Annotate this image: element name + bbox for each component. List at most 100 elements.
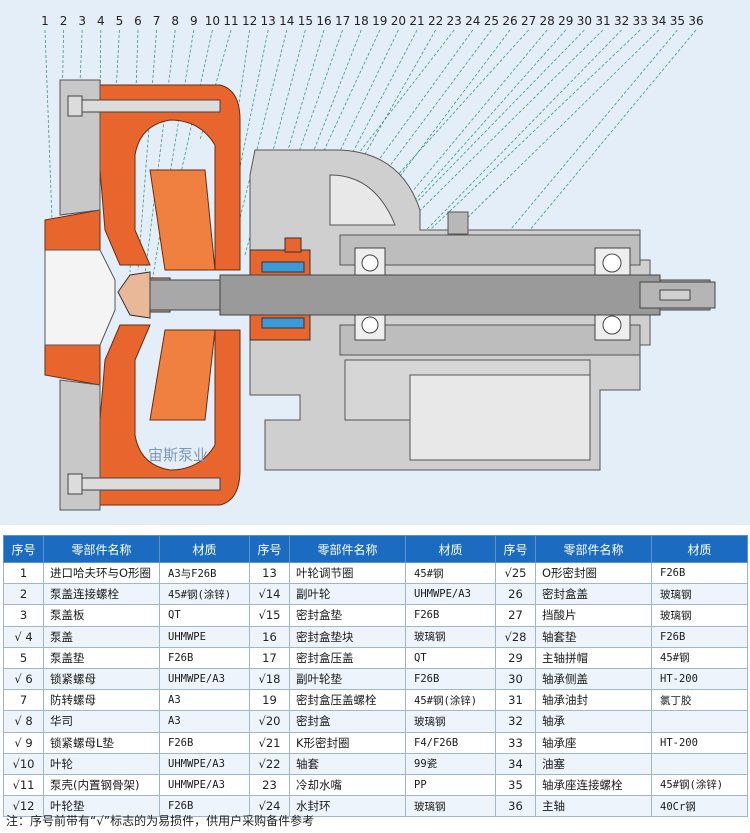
- watermark: 宙斯泵业: [148, 446, 208, 464]
- part-number: 1: [3, 561, 44, 585]
- part-number: 7: [3, 689, 44, 712]
- part-material: 45#钢: [405, 561, 496, 585]
- leader-line-13: [224, 29, 269, 241]
- part-number: √21: [249, 731, 290, 754]
- callout-25: 25: [484, 14, 499, 28]
- part-name: 锁紧螺母L垫: [43, 731, 160, 754]
- part-name: 叶轮垫: [43, 795, 160, 818]
- part-name: 轴承: [535, 710, 652, 733]
- callout-2: 2: [60, 14, 68, 28]
- part-name: 挡酸片: [535, 604, 652, 627]
- leader-line-9: [151, 29, 195, 283]
- column-header: 序号: [495, 535, 536, 563]
- part-name: 轴套垫: [535, 625, 652, 648]
- casing-bolts: [67, 95, 221, 495]
- part-material: UHMWPE/A3: [405, 583, 496, 606]
- part-name: 轴承油封: [535, 689, 652, 712]
- part-number: 34: [495, 752, 536, 775]
- part-material: F26B: [159, 731, 250, 754]
- part-number: √15: [249, 604, 290, 627]
- part-material: 玻璃钢: [651, 583, 748, 606]
- part-number: √20: [249, 710, 290, 733]
- part-number: √22: [249, 752, 290, 775]
- part-name: 泵壳(内置钢骨架): [43, 773, 160, 797]
- part-name: 密封盒压盖螺栓: [289, 689, 406, 712]
- part-material: 玻璃钢: [405, 625, 496, 648]
- pump-casing: [44, 84, 241, 506]
- part-material: 45#钢(涂锌): [405, 689, 496, 712]
- part-name: O形密封圈: [535, 561, 652, 585]
- callout-28: 28: [540, 14, 555, 28]
- leader-line-32: [394, 29, 622, 263]
- part-name: 主轴: [535, 795, 652, 818]
- part-name: 泵盖: [43, 625, 160, 648]
- part-name: 轴承座: [535, 731, 652, 754]
- part-material: F26B: [651, 625, 748, 648]
- callout-34: 34: [651, 14, 666, 28]
- leader-line-24: [304, 29, 474, 263]
- callout-32: 32: [614, 14, 629, 28]
- part-number: √10: [3, 752, 44, 775]
- part-material: 氯丁胶: [651, 689, 748, 712]
- part-material: PP: [405, 773, 496, 797]
- callout-36: 36: [688, 14, 703, 28]
- part-material: A3: [159, 710, 250, 733]
- part-name: 密封盒盖: [535, 583, 652, 606]
- part-number: √25: [495, 561, 536, 585]
- part-number: 17: [249, 646, 290, 669]
- column-header: 序号: [249, 535, 290, 563]
- column-header: 材质: [651, 535, 748, 563]
- part-name: 防转螺母: [43, 689, 160, 712]
- leader-line-34: [459, 29, 660, 226]
- part-name: 密封盒: [289, 710, 406, 733]
- part-material: UHMWPE/A3: [159, 667, 250, 691]
- callout-3: 3: [78, 14, 86, 28]
- part-material: QT: [159, 604, 250, 627]
- callout-11: 11: [223, 14, 238, 28]
- part-number: 5: [3, 646, 44, 669]
- part-material: F26B: [405, 604, 496, 627]
- callout-15: 15: [298, 14, 313, 28]
- part-number: 33: [495, 731, 536, 754]
- callout-33: 33: [633, 14, 648, 28]
- part-material: UHMWPE/A3: [159, 773, 250, 797]
- callout-31: 31: [595, 14, 610, 28]
- column-header: 材质: [405, 535, 496, 563]
- callout-22: 22: [428, 14, 443, 28]
- callout-35: 35: [670, 14, 685, 28]
- part-name: 轴承侧盖: [535, 667, 652, 691]
- part-number: 19: [249, 689, 290, 712]
- part-material: UHMWPE: [159, 625, 250, 648]
- part-name: 轴承座连接螺栓: [535, 773, 652, 797]
- callout-26: 26: [502, 14, 517, 28]
- callout-14: 14: [279, 14, 294, 28]
- part-material: QT: [405, 646, 496, 669]
- column-header: 零部件名称: [535, 535, 652, 563]
- part-name: 主轴拼帽: [535, 646, 652, 669]
- part-material: 45#钢(涂锌): [651, 773, 748, 797]
- part-name: 密封盒垫块: [289, 625, 406, 648]
- callout-7: 7: [153, 14, 161, 28]
- callout-13: 13: [261, 14, 276, 28]
- part-number: 32: [495, 710, 536, 733]
- part-number: 26: [495, 583, 536, 606]
- part-number: 29: [495, 646, 536, 669]
- part-number: √ 9: [3, 731, 44, 754]
- callout-12: 12: [242, 14, 257, 28]
- callout-8: 8: [171, 14, 179, 28]
- part-number: √14: [249, 583, 290, 606]
- leader-line-33: [429, 29, 641, 231]
- table-header-row: 序号零部件名称材质序号零部件名称材质序号零部件名称材质: [3, 535, 748, 563]
- part-number: √ 6: [3, 667, 44, 691]
